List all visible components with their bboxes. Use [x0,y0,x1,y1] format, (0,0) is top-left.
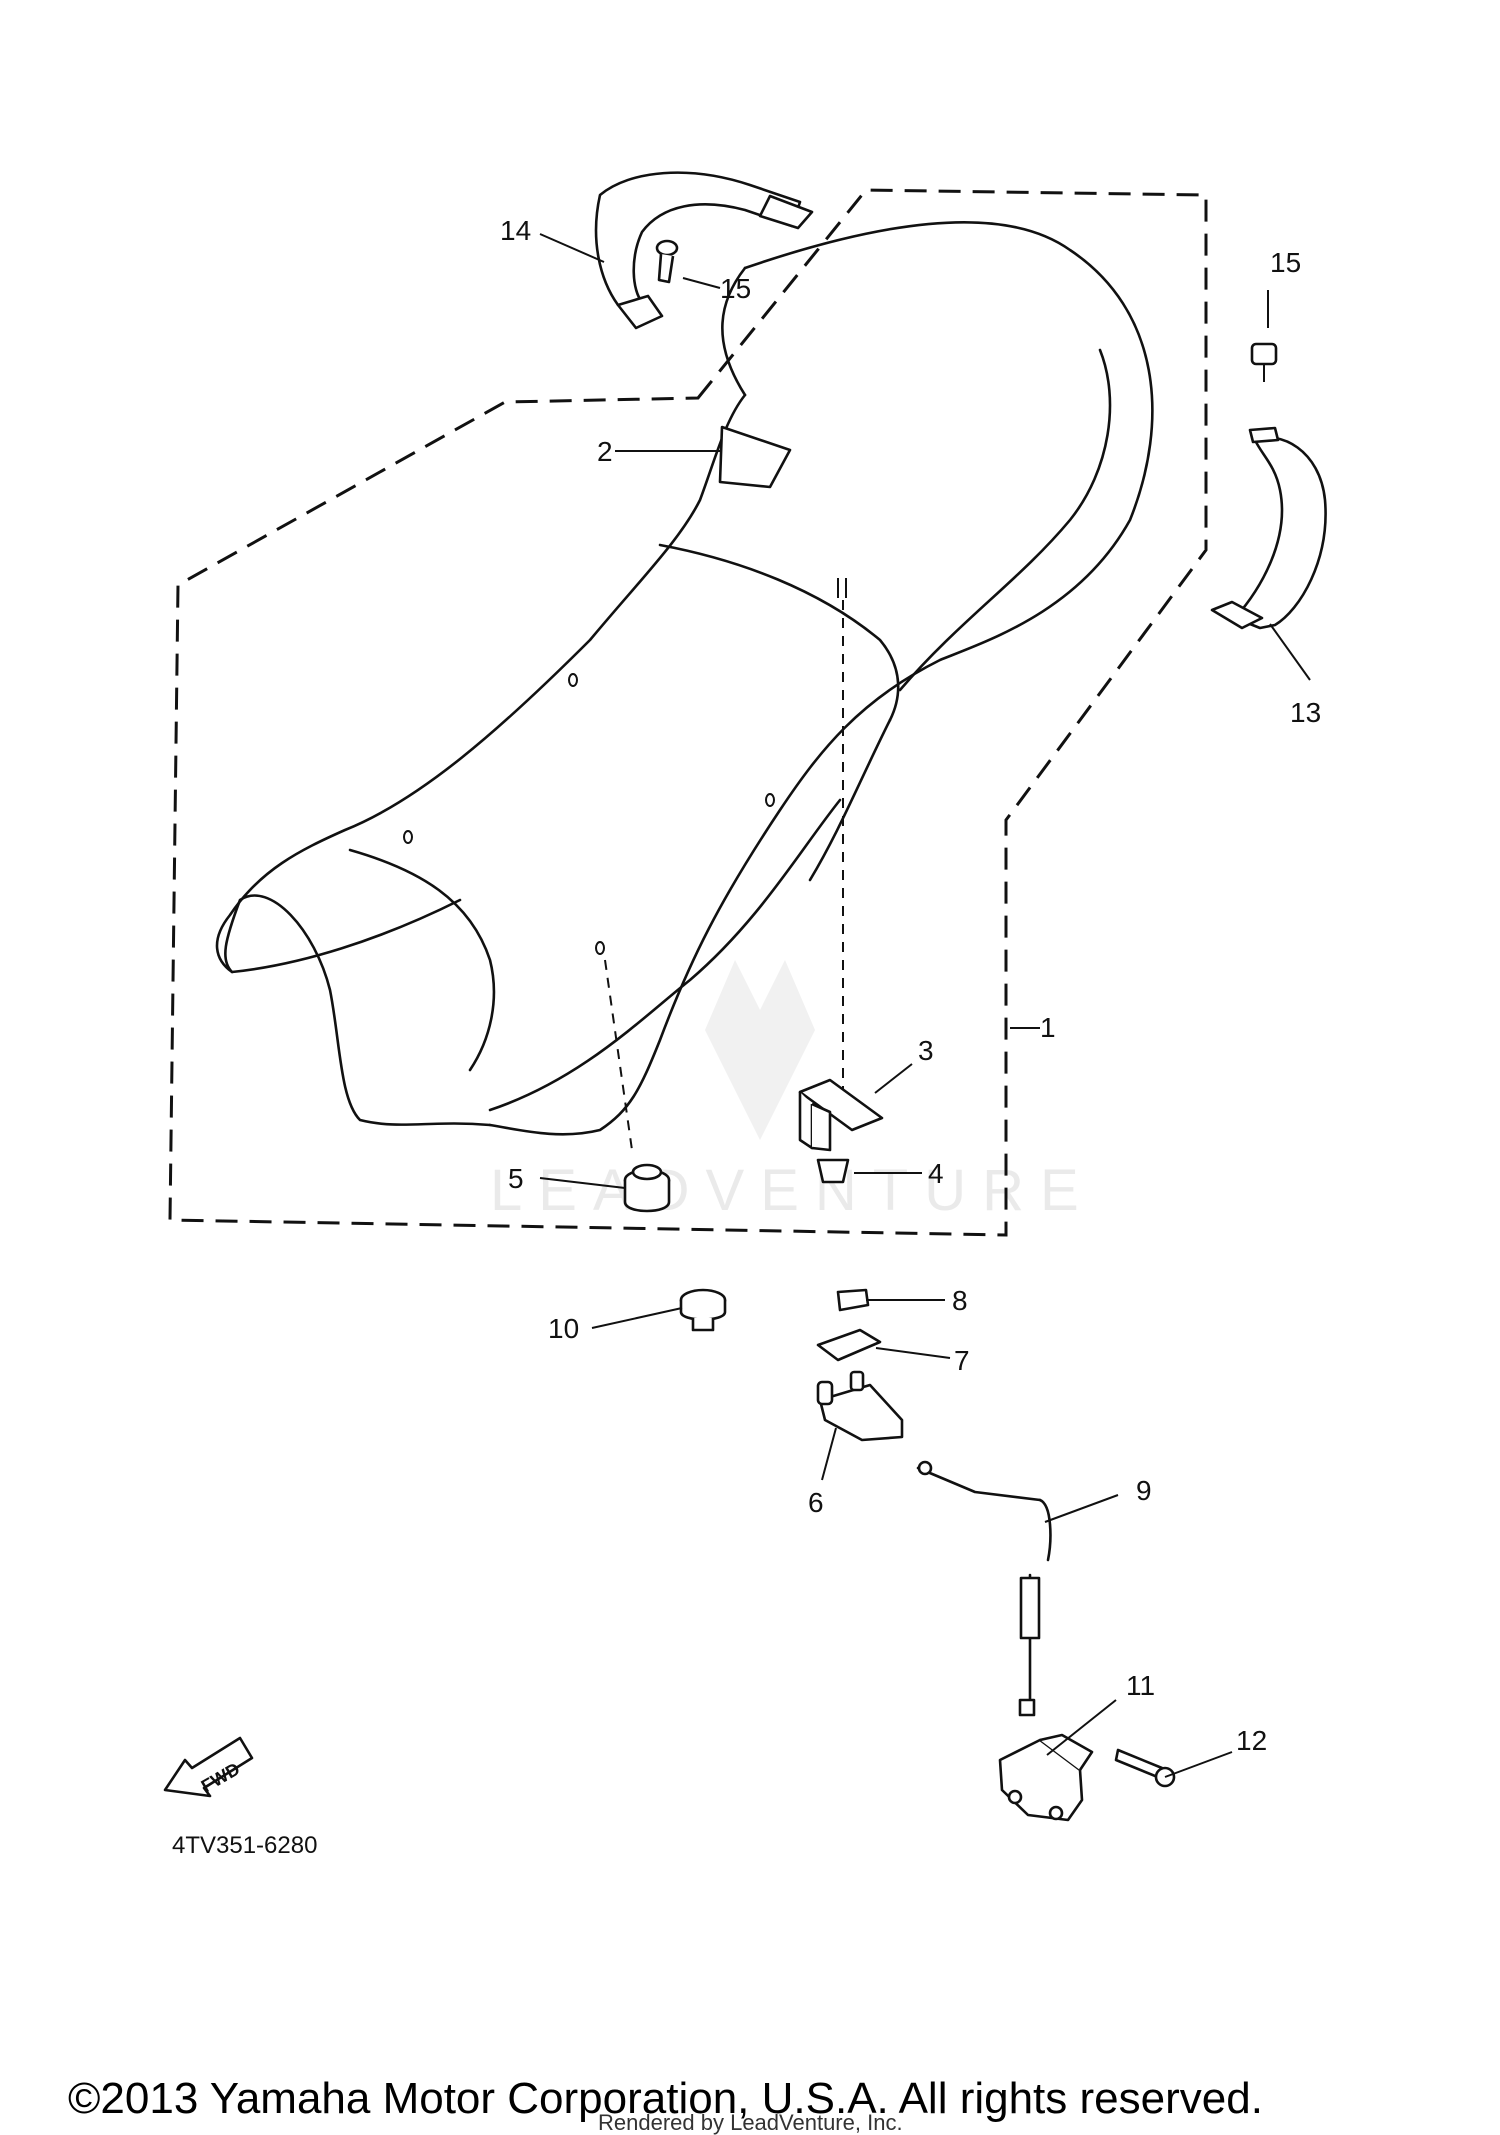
part-4-nut [816,1158,850,1184]
callout-11: 11 [1126,1670,1155,1701]
seat [215,221,1154,1136]
callout-1: 1 [1040,1012,1056,1043]
watermark-text: LEADVENTURE [490,1158,1095,1223]
part-9-cable [916,1460,1052,1717]
part-6-lock-bracket [816,1370,904,1442]
part-10-damper [679,1288,727,1332]
callout-15-left: 15 [720,273,751,304]
part-5-damper [623,1163,671,1213]
fwd-arrow-icon: FWD [163,1736,254,1798]
callout-13: 13 [1290,697,1321,728]
callout-7: 7 [954,1345,970,1376]
callout-2: 2 [597,436,613,467]
part-2-patch [718,425,792,489]
part-13-grab-bar [1210,426,1327,630]
callout-12: 12 [1236,1725,1267,1756]
callout-9: 9 [1136,1475,1152,1506]
callout-14: 14 [500,215,531,246]
callout-3: 3 [918,1035,934,1066]
part-15-bolt-left [655,239,679,284]
part-8-nut [836,1288,870,1312]
callout-4: 4 [928,1158,944,1189]
part-15-bolt-right [1250,342,1278,382]
callout-5: 5 [508,1163,524,1194]
rendered-by-text: Rendered by LeadVenture, Inc. [598,2110,903,2135]
part-3-bracket [798,1078,884,1152]
callout-10: 10 [548,1313,579,1344]
part-11-lock [998,1733,1094,1822]
copyright-text: ©2013 Yamaha Motor Corporation, U.S.A. A… [68,2074,1263,2123]
part-12-bolt [1114,1748,1176,1788]
part-7-plate [816,1328,882,1362]
callout-15-right: 15 [1270,247,1301,278]
callout-6: 6 [808,1487,824,1518]
part-14-grab-bar [594,171,814,330]
diagram-code: 4TV351-6280 [172,1832,317,1859]
assembly-boundary [168,188,1208,1237]
leadventure-watermark: LEADVENTURE [490,960,1095,1223]
callout-8: 8 [952,1285,968,1316]
